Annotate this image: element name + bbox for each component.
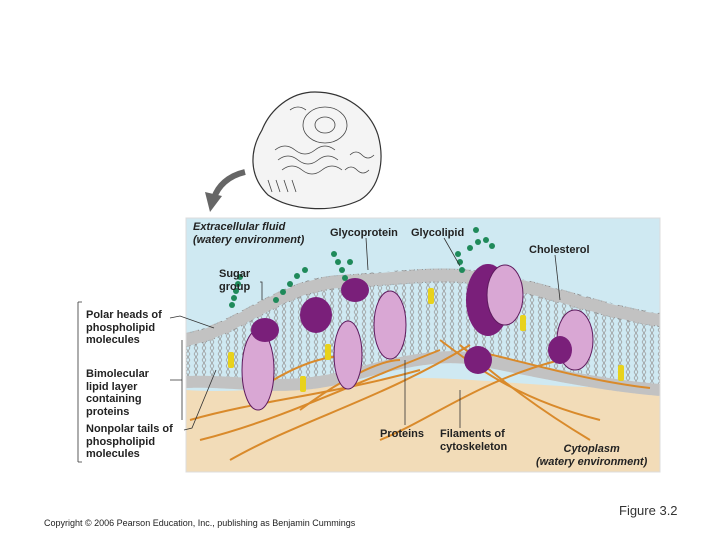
label-filaments-line2: cytoskeleton (440, 440, 508, 453)
label-sugar-line2: group (219, 280, 251, 293)
label-polar-heads: Polar heads of phospholipid molecules (86, 309, 162, 347)
label-sugar-line1: Sugar (219, 268, 251, 280)
arrow-head-icon (205, 192, 222, 212)
label-nonpolar-tails: Nonpolar tails of phospholipid molecules (86, 423, 173, 461)
label-glycoprotein: Glycoprotein (330, 227, 398, 239)
cell-organelles (267, 106, 375, 193)
cell-outline (252, 91, 382, 210)
label-bimolecular-line4: proteins (86, 405, 130, 418)
label-polar-line3: molecules (86, 334, 140, 346)
label-polar-line1: Polar heads of (86, 309, 162, 321)
integral-proteins (241, 264, 594, 411)
label-polar-line2: phospholipid (86, 321, 156, 334)
label-filaments: Filaments of cytoskeleton (440, 428, 507, 453)
figure-label: Figure 3.2 (619, 503, 678, 518)
label-nonpolar-line3: molecules (86, 448, 140, 460)
label-bimolecular-line1: Bimolecular (86, 368, 149, 380)
label-extracellular-line2: (watery environment) (193, 233, 305, 246)
label-sugar-group: Sugar group (219, 268, 250, 293)
label-cytoplasm-line1: Cytoplasm (563, 443, 620, 455)
label-glycolipid: Glycolipid (411, 227, 465, 239)
label-filaments-line1: Filaments of (440, 428, 505, 440)
label-extracellular-line1: Extracellular fluid (193, 221, 286, 233)
label-bimolecular-line3: containing (86, 393, 142, 405)
label-extracellular: Extracellular fluid (watery environment) (193, 221, 323, 246)
copyright-text: Copyright © 2006 Pearson Education, Inc.… (44, 518, 356, 528)
label-proteins: Proteins (380, 428, 425, 440)
label-cytoplasm: Cytoplasm (watery environment) (536, 443, 647, 468)
label-bimolecular-line2: lipid layer (86, 380, 138, 393)
label-bimolecular: Bimolecular lipid layer containing prote… (86, 368, 149, 418)
cholesterol-molecules (228, 288, 624, 392)
label-cytoplasm-line2: (watery environment) (536, 455, 648, 468)
label-nonpolar-line1: Nonpolar tails of (86, 423, 173, 435)
sugar-chains (229, 227, 495, 308)
leader-lines (77, 237, 561, 463)
label-cholesterol: Cholesterol (529, 244, 590, 256)
label-nonpolar-line2: phospholipid (86, 435, 156, 448)
